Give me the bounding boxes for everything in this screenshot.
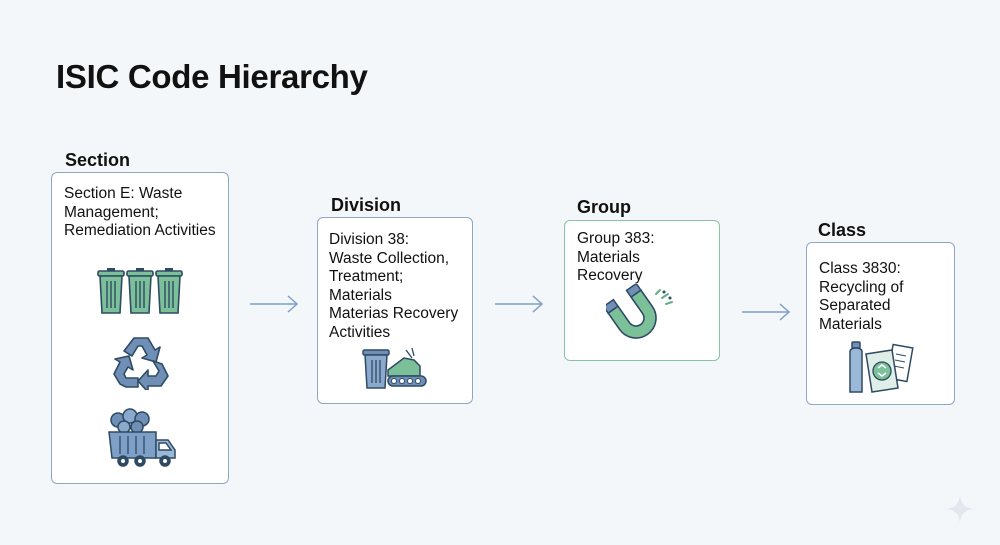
trash-bins-icon	[97, 268, 183, 314]
magnet-icon	[606, 284, 673, 339]
group-text-line: Materials	[577, 248, 640, 266]
group-text-line: Group 383:	[577, 230, 655, 247]
section-text: Section E: Waste Management; Remediation…	[64, 185, 216, 241]
division-text-line: Treatment;	[329, 268, 404, 285]
class-text-line: Separated	[819, 297, 891, 314]
group-text: Group 383: Materials Recovery	[577, 230, 655, 286]
group-text-line: Recovery	[577, 267, 643, 284]
division-text-line: Materias Recovery	[329, 305, 459, 322]
division-text-line: Division 38:	[329, 231, 410, 248]
division-text: Division 38: Waste Collection, Treatment…	[329, 231, 458, 342]
arrow-division-to-group	[495, 295, 544, 313]
section-text-line: Section E: Waste	[64, 185, 183, 202]
group-label: Group	[577, 197, 631, 217]
section-text-line: Remediation Activities	[64, 222, 216, 239]
diagram-title: ISIC Code Hierarchy	[56, 58, 368, 95]
garbage-truck-icon	[108, 408, 176, 467]
arrow-section-to-division	[250, 295, 299, 313]
arrow-group-to-class	[742, 303, 791, 321]
division-text-line: Activities	[329, 323, 391, 341]
section-text-line: Management;	[64, 203, 159, 221]
section-label: Section	[65, 150, 131, 170]
sparkle-icon	[946, 495, 974, 523]
class-text: Class 3830: Recycling of Separated Mater…	[819, 260, 903, 334]
division-text-line: Waste Collection,	[329, 249, 450, 267]
division-text-line: Materials	[329, 286, 392, 304]
recycle-icon	[113, 337, 169, 390]
class-text-line: Class 3830:	[819, 260, 901, 277]
recycled-materials-icon	[849, 341, 914, 393]
division-label: Division	[331, 195, 402, 215]
bin-conveyor-icon	[362, 347, 427, 389]
class-text-line: Materials	[819, 315, 882, 333]
class-text-line: Recycling of	[819, 278, 904, 296]
class-label: Class	[818, 220, 867, 240]
